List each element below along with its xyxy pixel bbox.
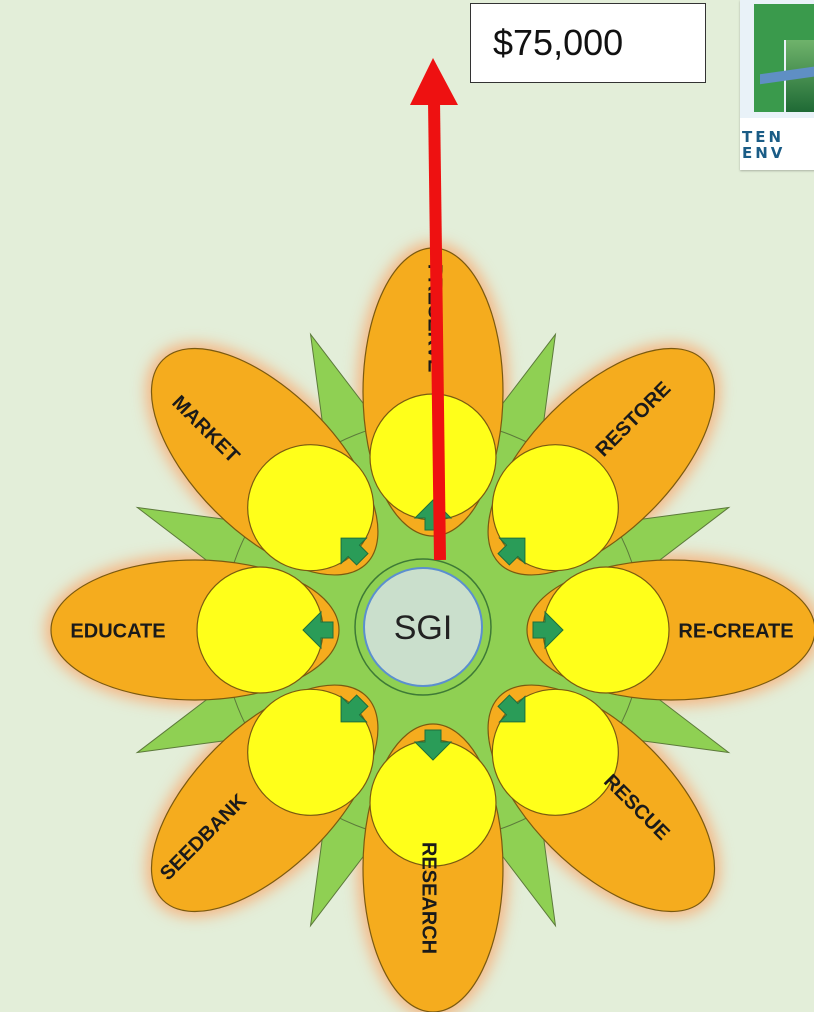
center-label: SGI [394, 609, 453, 647]
label-recreate: RE-CREATE [678, 620, 793, 642]
center-circle [363, 567, 483, 687]
petal-educate [50, 559, 340, 701]
funding-amount: $75,000 [493, 22, 624, 63]
label-educate: EDUCATE [70, 620, 165, 642]
radial-arrows [302, 499, 564, 761]
agency-logo: TEN ENV [740, 0, 814, 170]
petal-research [362, 723, 504, 1012]
growth-arrow [410, 58, 458, 561]
funding-amount-box: $75,000 [470, 3, 706, 83]
petal-recreate [526, 559, 814, 701]
label-research: RESEARCH [418, 842, 440, 954]
center-ring [354, 558, 492, 696]
